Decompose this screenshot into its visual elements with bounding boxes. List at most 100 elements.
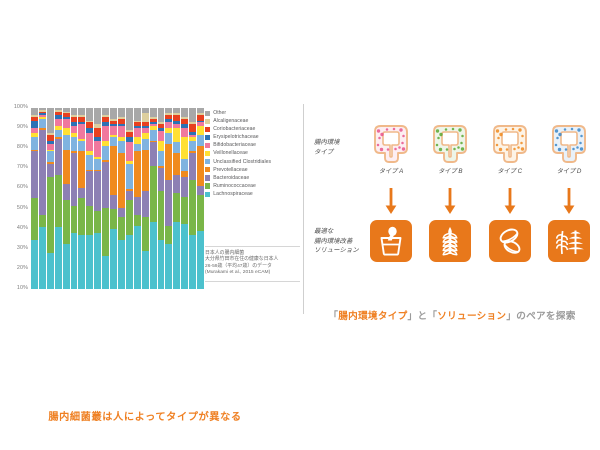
chart-bar[interactable] xyxy=(46,108,54,289)
chart-bar-segment xyxy=(54,227,62,289)
chart-bar-segment xyxy=(38,129,46,215)
chart-bar-segment xyxy=(173,113,181,116)
chart-bar[interactable] xyxy=(165,108,173,289)
legend-item[interactable]: Alcaligenaceae xyxy=(205,118,300,124)
chart-bar[interactable] xyxy=(70,108,78,289)
chart-bar-segment xyxy=(173,115,181,121)
chart-bar-segment xyxy=(157,140,165,152)
panel-divider xyxy=(303,104,304,314)
chart-bar-segment xyxy=(165,113,173,116)
chart-bar[interactable] xyxy=(117,108,125,289)
legend-item[interactable]: Veillonellaceae xyxy=(205,150,300,156)
chart-bar-segment xyxy=(165,118,173,123)
chart-bar-segment xyxy=(54,129,62,137)
chart-bar[interactable] xyxy=(173,108,181,289)
legend-item[interactable]: Lachnospiraceae xyxy=(205,191,300,197)
chart-bar-segment xyxy=(110,135,117,137)
chart-bar-segment xyxy=(38,113,46,116)
chart-bar[interactable] xyxy=(102,108,110,290)
y-axis-tick: 50% xyxy=(16,204,28,211)
legend-item[interactable]: Erysipelotrichaceae xyxy=(205,134,300,140)
chart-bar[interactable] xyxy=(78,108,86,289)
chart-bar-segment xyxy=(54,118,62,127)
legend-item[interactable]: Ruminococcaceae xyxy=(205,183,300,189)
solution-cell[interactable] xyxy=(366,220,416,270)
chart-bar[interactable] xyxy=(157,108,165,289)
chart-bar[interactable] xyxy=(189,108,197,289)
chart-bar-segment xyxy=(181,108,189,118)
chart-bar-segment xyxy=(110,108,117,119)
intestine-icon xyxy=(487,122,533,164)
solution-tile[interactable] xyxy=(547,220,590,262)
gut-type-cell[interactable]: タイプ A xyxy=(366,122,416,184)
chart-bar[interactable] xyxy=(133,108,141,289)
solution-tile[interactable] xyxy=(429,220,472,262)
arrow-down-icon xyxy=(563,188,575,214)
legend-item[interactable]: Bacteroidaceae xyxy=(205,175,300,181)
chart-bar-segment xyxy=(141,138,149,150)
chart-bar[interactable] xyxy=(125,108,133,289)
legend-item[interactable]: Coriobacteriaceae xyxy=(205,126,300,132)
solution-cell[interactable] xyxy=(425,220,475,270)
chart-bar-segment xyxy=(189,151,197,154)
chart-bar-segment xyxy=(133,196,141,215)
source-note-rule-bottom xyxy=(205,280,300,282)
chart-bar-segment xyxy=(94,124,102,128)
chart-bar[interactable] xyxy=(38,108,46,289)
arrow-down-icon xyxy=(385,188,397,214)
chart-bar-segment xyxy=(189,153,197,181)
solution-cell[interactable] xyxy=(485,220,535,270)
chart-bar-segment xyxy=(31,133,38,137)
chart-bar[interactable] xyxy=(197,108,204,290)
chart-bar-segment xyxy=(157,167,165,192)
chart-bar[interactable] xyxy=(62,108,70,289)
legend-item[interactable]: Unclassified Clostridiales xyxy=(205,159,300,165)
chart-bar-segment xyxy=(102,115,110,118)
chart-bar-segment xyxy=(165,225,173,244)
gut-type-cell[interactable]: タイプ B xyxy=(425,122,475,184)
chart-bar-segment xyxy=(157,240,165,289)
solution-tile[interactable] xyxy=(370,220,412,262)
right-caption-close-2: 」 xyxy=(506,311,517,322)
chart-bar[interactable] xyxy=(181,108,189,289)
chart-bar-segment xyxy=(189,234,197,289)
solution-tile[interactable] xyxy=(488,220,531,262)
chart-bar-segment xyxy=(54,126,62,130)
chart-bar-segment xyxy=(189,124,197,132)
chart-bar[interactable] xyxy=(86,108,94,289)
chart-bar-segment xyxy=(86,171,94,206)
chart-bar-segment xyxy=(173,153,181,175)
chart-bar-segment xyxy=(133,108,141,121)
gut-type-cell[interactable]: タイプ C xyxy=(485,122,535,184)
chart-bar-segment xyxy=(181,171,189,177)
chart-bar-segment xyxy=(94,171,102,212)
chart-bar-segment xyxy=(54,174,62,228)
chart-bar-segment xyxy=(125,160,133,165)
stacked-bar-chart: 100%90%80%70%60%50%40%30%20%10% xyxy=(4,104,204,291)
chart-bar-segment xyxy=(173,124,181,128)
gut-type-label: タイプ B xyxy=(438,168,463,175)
chart-bar-segment xyxy=(149,117,157,119)
legend-item[interactable]: Other xyxy=(205,110,300,116)
chart-bar-segment xyxy=(54,108,62,110)
chart-bar-segment xyxy=(125,108,133,130)
chart-bar-segment xyxy=(38,118,46,128)
chart-bar[interactable] xyxy=(31,108,38,289)
legend-item[interactable]: Prevotellaceae xyxy=(205,167,300,173)
arrow-cell xyxy=(425,188,475,218)
chart-bar-segment xyxy=(197,231,204,290)
chart-bar[interactable] xyxy=(141,108,149,290)
chart-bar-segment xyxy=(46,135,54,141)
chart-bar-segment xyxy=(102,126,110,141)
chart-bar[interactable] xyxy=(54,108,62,289)
source-line-3: 26-59歳（平均47歳）のデータ xyxy=(205,263,272,269)
solution-cell[interactable] xyxy=(544,220,594,270)
chart-bar[interactable] xyxy=(94,108,102,289)
chart-bar-segment xyxy=(133,225,141,289)
legend-label: Ruminococcaceae xyxy=(213,182,256,189)
legend-item[interactable]: Bifidobacteriaceae xyxy=(205,142,300,148)
chart-bar[interactable] xyxy=(110,108,117,289)
chart-bar[interactable] xyxy=(149,108,157,289)
gut-type-cell[interactable]: タイプ D xyxy=(544,122,594,184)
